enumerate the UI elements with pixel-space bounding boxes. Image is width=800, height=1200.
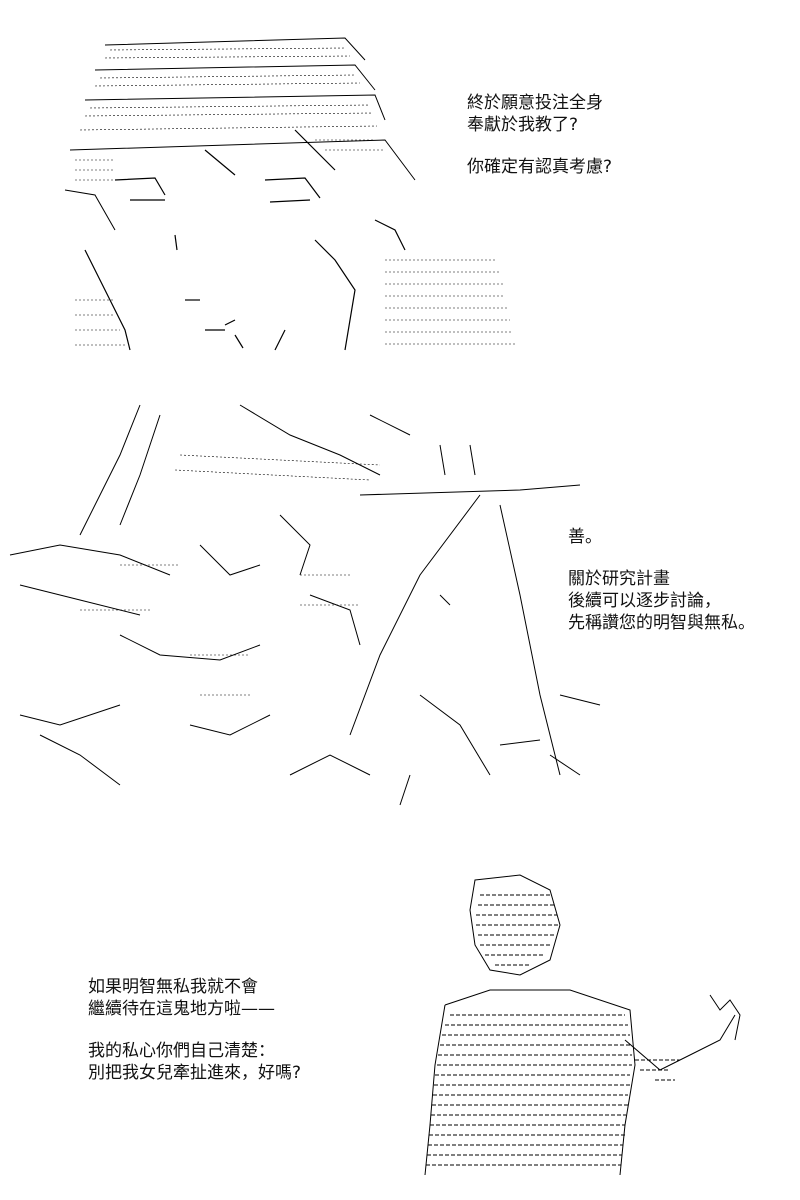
ascii-art-character-holding-staff [0,395,620,815]
dialogue-line: 先稱讚您的明智與無私。 [568,613,755,633]
dialogue-panel-2: 善。 關於研究計畫 後續可以逐步討論， 先稱讚您的明智與無私。 [568,526,755,634]
dialogue-panel-1: 終於願意投注全身 奉獻於我教了? 你確定有認真考慮? [467,92,612,178]
panel-1: 終於願意投注全身 奉獻於我教了? 你確定有認真考慮? [0,0,800,380]
dialogue-line: 你確定有認真考慮? [467,157,613,177]
dialogue-line: 後續可以逐步討論， [568,591,721,611]
dialogue-line: 關於研究計畫 [568,569,670,589]
dialogue-line: 善。 [568,527,602,547]
character-staff-illustration [9,404,601,806]
dialogue-line: 奉獻於我教了? [467,115,579,135]
dialogue-line: 別把我女兒牽扯進來，好嗎? [88,1063,302,1083]
dialogue-line: 終於願意投注全身 [467,93,603,113]
dialogue-line: 繼續待在這鬼地方啦—— [88,999,275,1019]
dialogue-panel-3: 如果明智無私我就不會 繼續待在這鬼地方啦—— 我的私心你們自己清楚： 別把我女兒… [88,976,301,1084]
ascii-art-character-closeup-face [55,30,525,360]
ascii-art-figure-waving [420,865,770,1185]
dialogue-line: 如果明智無私我就不會 [88,977,258,997]
panel-2: 善。 關於研究計畫 後續可以逐步討論， 先稱讚您的明智與無私。 [0,380,800,850]
panel-3: 如果明智無私我就不會 繼續待在這鬼地方啦—— 我的私心你們自己清楚： 別把我女兒… [0,850,800,1200]
character-face-illustration [64,37,515,351]
waving-figure-illustration [424,874,741,1176]
dialogue-line: 我的私心你們自己清楚： [88,1041,275,1061]
